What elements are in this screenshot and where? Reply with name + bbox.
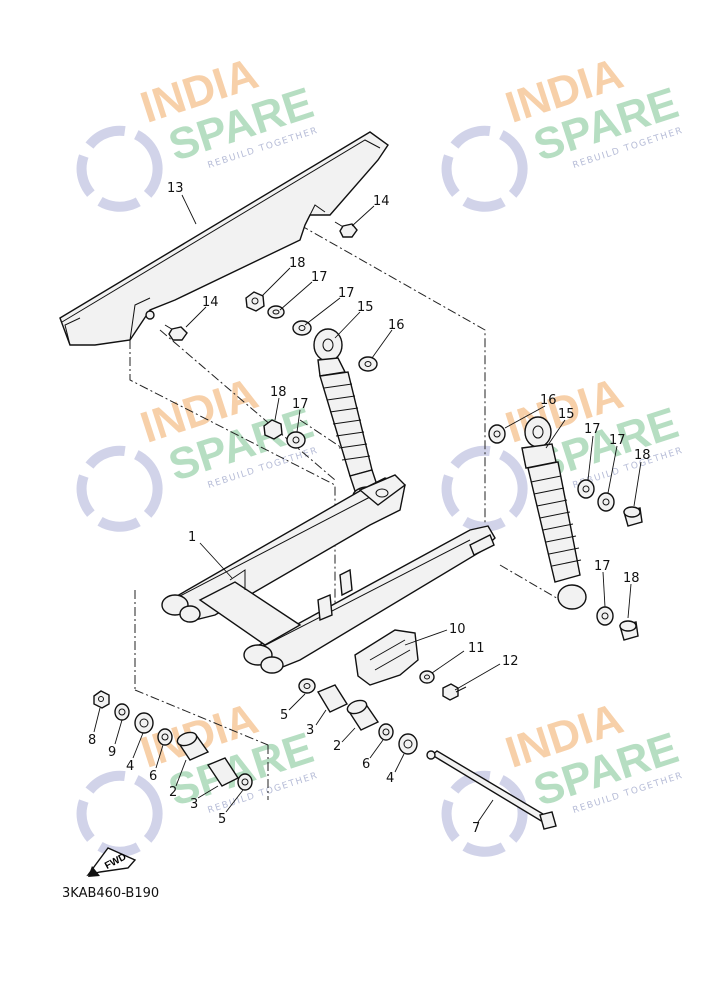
nut-18-top: [245, 291, 265, 312]
label-17-top-b: 17: [338, 286, 355, 301]
washer-11: [419, 670, 435, 684]
watermark-2: INDIA SPARE REBUILD TOGETHER: [441, 49, 685, 212]
label-5-right: 5: [280, 708, 288, 723]
washer-5-right: [298, 678, 316, 694]
bolt-14-upper: [334, 221, 358, 238]
collar-3-left: [206, 757, 240, 787]
label-10: 10: [449, 622, 466, 637]
label-15-right: 15: [558, 407, 575, 422]
label-6-right: 6: [362, 757, 370, 772]
washer-17-top-b: [292, 320, 312, 336]
label-18-mid: 18: [270, 385, 287, 400]
callout-numbers: 13 14 14 18 17 17 15 16 18 17 16 15 17 1…: [88, 181, 651, 836]
label-17-right-c: 17: [594, 559, 611, 574]
bolt-12: [442, 683, 467, 701]
label-7: 7: [472, 821, 480, 836]
fwd-arrow: FWD: [86, 847, 137, 877]
cap-nut-18-right-top: [623, 506, 643, 527]
washer-9: [114, 703, 130, 721]
washer-17-right-a: [577, 479, 595, 499]
collar-3-right: [316, 684, 349, 713]
cap-nut-18-right-bottom: [619, 620, 639, 641]
label-16-right: 16: [540, 393, 557, 408]
label-18-right-top: 18: [634, 448, 651, 463]
label-6-left: 6: [149, 769, 157, 784]
label-18-top: 18: [289, 256, 306, 271]
label-8: 8: [88, 733, 96, 748]
label-15-left: 15: [357, 300, 374, 315]
label-9: 9: [108, 745, 116, 760]
label-5-left: 5: [218, 812, 226, 827]
watermark-6: INDIA SPARE REBUILD TOGETHER: [441, 694, 685, 857]
label-4-right: 4: [386, 771, 394, 786]
label-2-right: 2: [333, 739, 341, 754]
seal-4-right: [398, 733, 418, 755]
chain-guide-10: [354, 629, 419, 686]
label-1: 1: [188, 530, 196, 545]
label-13: 13: [167, 181, 184, 196]
assembly-lines: [129, 224, 561, 800]
bushing-2-right: [346, 699, 380, 731]
label-2-left: 2: [169, 785, 177, 800]
watermark-group: INDIA SPARE REBUILD TOGETHER INDIA SPARE…: [76, 49, 685, 857]
washer-17-right-c: [596, 606, 614, 626]
bushing-2-left: [176, 731, 210, 761]
washer-16-left: [358, 356, 378, 372]
swingarm: [161, 474, 496, 674]
label-12: 12: [502, 654, 519, 669]
nut-18-mid: [263, 419, 283, 440]
leader-lines: [93, 194, 642, 823]
washer-17-right-b: [597, 492, 615, 512]
nut-8: [93, 690, 110, 709]
label-17-top-a: 17: [311, 270, 328, 285]
washer-5-left: [237, 773, 253, 791]
washer-6-left: [157, 728, 173, 746]
label-17-right-a: 17: [584, 422, 601, 437]
label-17-right-b: 17: [609, 433, 626, 448]
label-14-lower: 14: [202, 295, 219, 310]
label-3-left: 3: [190, 797, 198, 812]
diagram-code: 3KAB460-B190: [62, 886, 160, 901]
label-4-left: 4: [126, 759, 134, 774]
label-11: 11: [468, 641, 485, 656]
washer-6-right: [378, 723, 394, 741]
seal-4-left: [134, 712, 154, 734]
washer-17-top-a: [267, 305, 285, 319]
label-17-mid: 17: [292, 397, 309, 412]
washer-17-mid: [286, 431, 306, 449]
washer-16-right: [488, 424, 506, 444]
label-16-left: 16: [388, 318, 405, 333]
chain-case: [59, 131, 389, 346]
bolt-14-lower: [164, 324, 188, 341]
shock-absorber-left: [313, 328, 384, 506]
label-14-upper: 14: [373, 194, 390, 209]
label-3-right: 3: [306, 723, 314, 738]
watermark-3: INDIA SPARE REBUILD TOGETHER: [76, 369, 320, 532]
shock-absorber-right: [521, 416, 587, 610]
label-18-right-bottom: 18: [623, 571, 640, 586]
pivot-shaft-7: [426, 750, 557, 830]
